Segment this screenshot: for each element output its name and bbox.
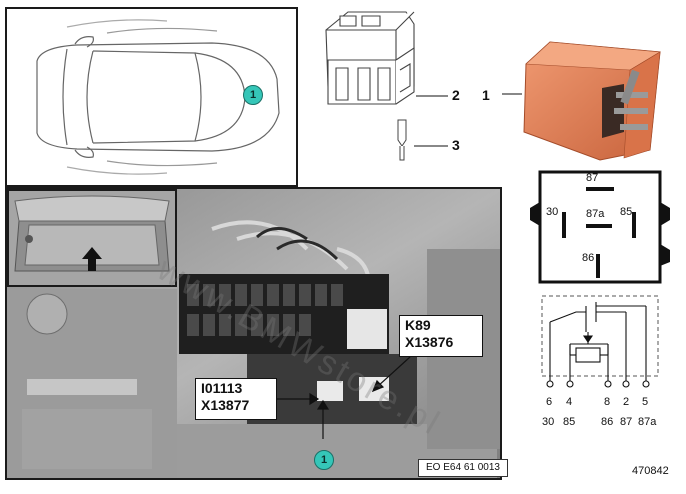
part-number-holder: 2 bbox=[452, 87, 460, 103]
callout-circle-top: 1 bbox=[243, 85, 263, 105]
schematic-pin-number-3: 8 bbox=[604, 396, 611, 408]
relay-pin-85: 85 bbox=[620, 206, 633, 218]
relay-pin-87a: 87a bbox=[586, 208, 605, 220]
part-number-relay: 1 bbox=[482, 87, 490, 103]
document-number: 470842 bbox=[632, 465, 669, 477]
schematic-terminal-4: 87 bbox=[620, 416, 633, 428]
schematic-pin-number-2: 4 bbox=[566, 396, 573, 408]
arrow-up-icon bbox=[82, 247, 102, 271]
relay-photo bbox=[523, 41, 661, 161]
relay-pin-86: 86 bbox=[582, 252, 595, 264]
part-leader-lines bbox=[414, 93, 522, 147]
relay-pin-30: 30 bbox=[546, 206, 559, 218]
trunk-drawing bbox=[9, 191, 175, 285]
schematic-pin-number-4: 2 bbox=[623, 396, 630, 408]
schematic-terminal-5: 87a bbox=[638, 416, 657, 428]
callout-circle-photo: 1 bbox=[314, 450, 334, 470]
schematic-drawing bbox=[541, 295, 659, 388]
eo-code-label: EO E64 61 0013 bbox=[418, 459, 508, 477]
connector-id-label: I01113 bbox=[201, 380, 243, 396]
schematic-pin-number-5: 5 bbox=[642, 396, 649, 408]
schematic-terminal-2: 85 bbox=[563, 416, 576, 428]
trunk-inset bbox=[7, 189, 177, 287]
relay-id-label: K89 bbox=[405, 317, 431, 333]
fusebox-photo-panel: K89 X13876 I01113 X13877 1 bbox=[5, 187, 502, 480]
relay-designation-box: K89 X13876 bbox=[399, 315, 483, 357]
relay-pin-layout: 87 30 87a 85 86 bbox=[530, 168, 670, 288]
connector-name-label: X13877 bbox=[201, 397, 250, 413]
connector-designation-box: I01113 X13877 bbox=[195, 378, 277, 420]
relay-holder-drawing bbox=[325, 11, 415, 161]
car-overview-panel: 1 bbox=[5, 7, 298, 187]
schematic-terminal-3: 86 bbox=[601, 416, 614, 428]
schematic-pin-number-1: 6 bbox=[546, 396, 553, 408]
relay-pin-87: 87 bbox=[586, 172, 599, 184]
relay-connector-label: X13876 bbox=[405, 334, 454, 350]
schematic-terminal-1: 30 bbox=[542, 416, 555, 428]
fusebox-photo bbox=[7, 189, 500, 478]
relay-pin-frame bbox=[530, 170, 670, 284]
relay-schematic: 6 4 8 2 5 30 85 86 87 87a bbox=[536, 292, 666, 434]
part-number-terminal: 3 bbox=[452, 137, 460, 153]
